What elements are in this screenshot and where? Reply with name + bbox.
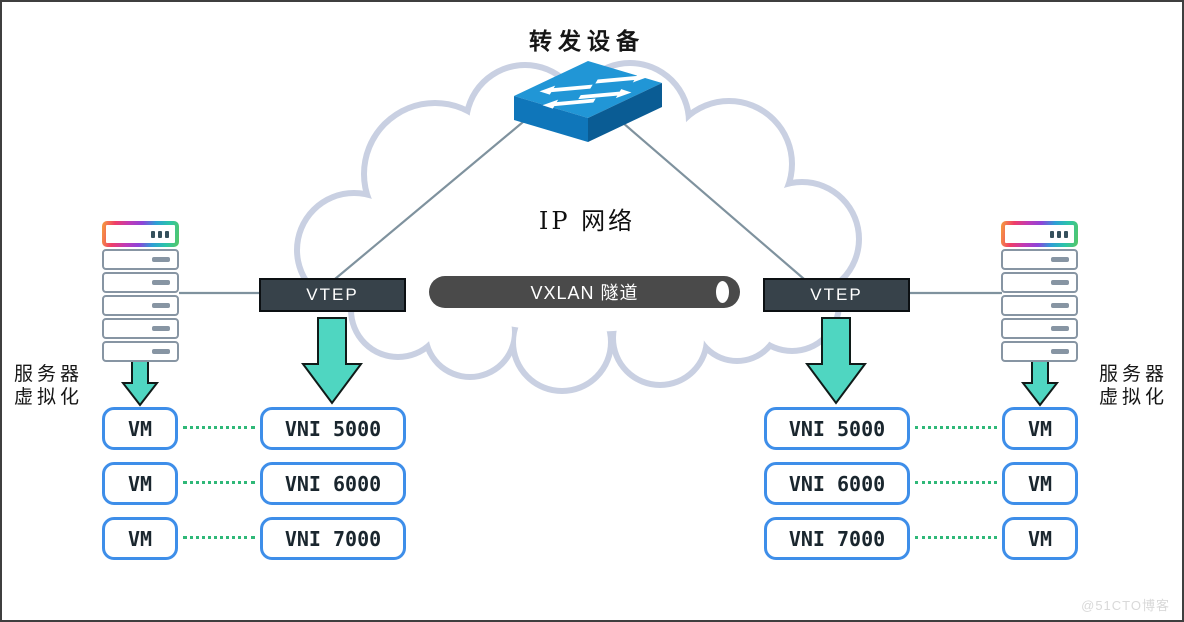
server-slat [1001, 341, 1078, 362]
vm-box: VM [102, 517, 178, 560]
led-dot [165, 230, 169, 238]
vm-box: VM [1002, 517, 1078, 560]
vni-box: VNI 7000 [764, 517, 910, 560]
led-dot [158, 230, 162, 238]
slat-dash [1051, 257, 1069, 262]
server-slat [102, 318, 179, 339]
led-dot [1050, 230, 1054, 238]
vm-vni-dotted-link [183, 426, 255, 429]
server-slat [1001, 272, 1078, 293]
slat-dash [1051, 280, 1069, 285]
server-led-panel [1001, 221, 1078, 247]
server-slat [102, 295, 179, 316]
vm-vni-dotted-link [915, 481, 997, 484]
server-slat [102, 249, 179, 270]
server-slat [102, 272, 179, 293]
network-switch-icon [514, 61, 662, 142]
vm-vni-dotted-link [915, 426, 997, 429]
vni-box: VNI 6000 [764, 462, 910, 505]
connection-lines [179, 109, 1002, 295]
server-slat [1001, 295, 1078, 316]
led-dot [151, 230, 155, 238]
switch-arrows [539, 73, 649, 109]
vm-vni-dotted-link [183, 536, 255, 539]
teal-down-arrow-icon [120, 317, 1060, 407]
vm-vni-dotted-link [915, 536, 997, 539]
vm-box: VM [1002, 462, 1078, 505]
led-dot [1057, 230, 1061, 238]
server-virtualization-caption: 服务器 虚拟化 [14, 363, 84, 408]
forwarding-device-label: 转发设备 [529, 28, 645, 55]
vm-box: VM [102, 462, 178, 505]
server-slat [1001, 318, 1078, 339]
server-slat [1001, 249, 1078, 270]
vm-box: VM [102, 407, 178, 450]
tunnel-opening-icon [716, 281, 729, 303]
slat-dash [1051, 349, 1069, 354]
vni-box: VNI 7000 [260, 517, 406, 560]
slat-dash [152, 257, 170, 262]
server-led-panel [102, 221, 179, 247]
slat-dash [1051, 326, 1069, 331]
vtep-right-box: VTEP [763, 278, 910, 312]
watermark: @51CTO博客 [1081, 598, 1170, 613]
server-slat [102, 341, 179, 362]
vxlan-tunnel-label: VXLAN 隧道 [530, 283, 639, 303]
vni-box: VNI 6000 [260, 462, 406, 505]
vtep-left-box: VTEP [259, 278, 406, 312]
server-stack-icon [102, 221, 179, 362]
vni-box: VNI 5000 [260, 407, 406, 450]
slat-dash [152, 326, 170, 331]
slat-dash [152, 280, 170, 285]
slat-dash [1051, 303, 1069, 308]
ip-network-label: IP 网络 [538, 207, 636, 235]
server-stack-icon [1001, 221, 1078, 362]
vm-vni-dotted-link [183, 481, 255, 484]
slat-dash [152, 303, 170, 308]
vxlan-tunnel-pill: VXLAN 隧道 [429, 276, 740, 308]
slat-dash [152, 349, 170, 354]
server-virtualization-caption: 服务器 虚拟化 [1099, 363, 1169, 408]
led-dot [1064, 230, 1068, 238]
vni-box: VNI 5000 [764, 407, 910, 450]
vm-box: VM [1002, 407, 1078, 450]
